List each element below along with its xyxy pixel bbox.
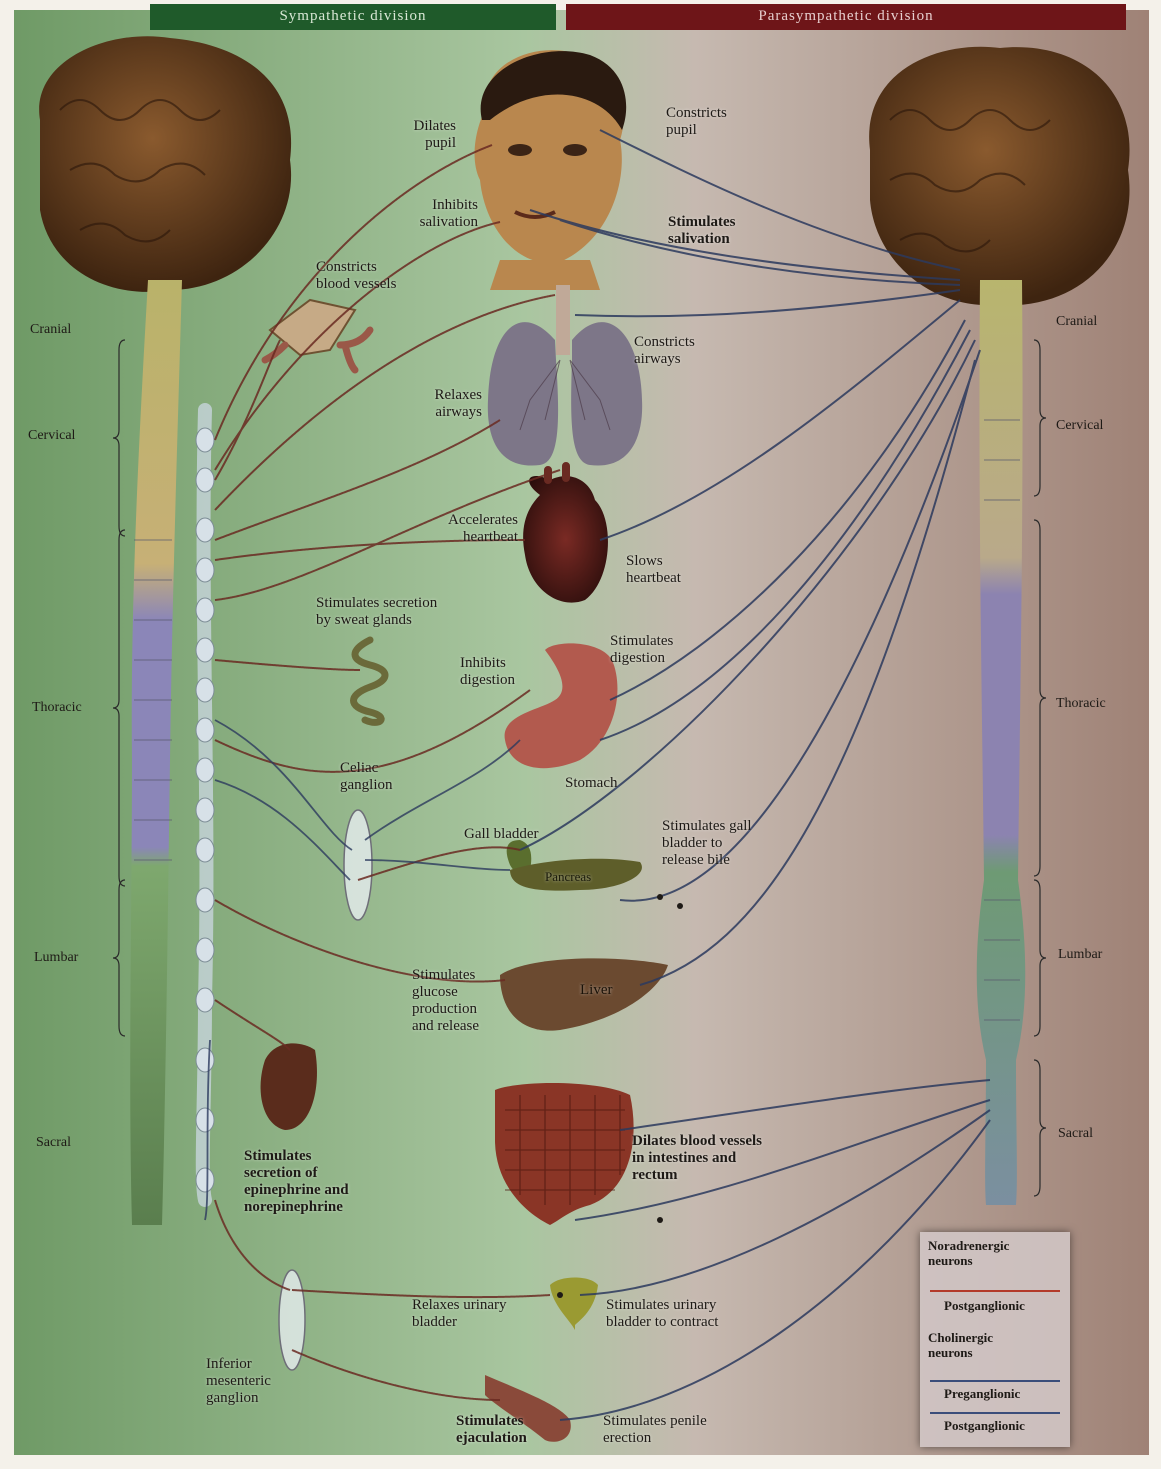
segment-sacral-right: Sacral bbox=[1058, 1126, 1093, 1142]
segment-cervical-left: Cervical bbox=[28, 428, 75, 444]
label-dilates-blood-vessels: Dilates blood vessels in intestines and … bbox=[632, 1133, 762, 1184]
segment-thoracic-left: Thoracic bbox=[32, 700, 82, 716]
label-inhibits-digestion: Inhibits digestion bbox=[460, 655, 515, 689]
label-celiac-ganglion: Celiac ganglion bbox=[340, 760, 393, 794]
segment-lumbar-right: Lumbar bbox=[1058, 947, 1102, 963]
legend: Noradrenergic neurons Postganglionic Cho… bbox=[920, 1232, 1070, 1447]
legend-noradrenergic-line bbox=[930, 1290, 1060, 1292]
legend-noradrenergic-title: Noradrenergic neurons bbox=[928, 1238, 1009, 1268]
label-stomach: Stomach bbox=[565, 775, 618, 792]
segment-cranial-right: Cranial bbox=[1056, 314, 1097, 330]
label-accelerates-heartbeat: Accelerates heartbeat bbox=[412, 512, 518, 546]
segment-lumbar-left: Lumbar bbox=[34, 950, 78, 966]
label-stimulates-ejaculation: Stimulates ejaculation bbox=[456, 1413, 527, 1447]
label-stimulates-digestion: Stimulates digestion bbox=[610, 633, 673, 667]
label-constricts-airways: Constricts airways bbox=[634, 334, 695, 368]
label-stimulates-epinephrine: Stimulates secretion of epinephrine and … bbox=[244, 1148, 349, 1216]
label-relaxes-airways: Relaxes airways bbox=[394, 387, 482, 421]
label-stimulates-glucose: Stimulates glucose production and releas… bbox=[412, 967, 479, 1035]
label-pancreas: Pancreas bbox=[545, 868, 591, 885]
label-stimulates-urinary: Stimulates urinary bladder to contract bbox=[606, 1297, 718, 1331]
label-dilates-pupil: Dilates pupil bbox=[370, 118, 456, 152]
segment-sacral-left: Sacral bbox=[36, 1135, 71, 1151]
label-slows-heartbeat: Slows heartbeat bbox=[626, 553, 681, 587]
label-stimulates-gall-bladder: Stimulates gall bladder to release bile bbox=[662, 818, 752, 869]
label-inferior-mesenteric: Inferior mesenteric ganglion bbox=[206, 1356, 271, 1407]
label-constricts-blood-vessels: Constricts blood vessels bbox=[316, 259, 396, 293]
legend-cholinergic-title: Cholinergic neurons bbox=[928, 1330, 993, 1360]
label-stimulates-salivation: Stimulates salivation bbox=[668, 214, 736, 248]
legend-postganglionic-1: Postganglionic bbox=[944, 1298, 1025, 1313]
segment-cranial-left: Cranial bbox=[30, 322, 71, 338]
label-stimulates-erection: Stimulates penile erection bbox=[603, 1413, 707, 1447]
legend-preganglionic-line bbox=[930, 1380, 1060, 1382]
header-parasympathetic: Parasympathetic division bbox=[566, 4, 1126, 28]
label-gall-bladder: Gall bladder bbox=[464, 826, 539, 843]
label-relaxes-urinary: Relaxes urinary bladder bbox=[412, 1297, 507, 1331]
legend-postganglionic-2: Postganglionic bbox=[944, 1418, 1025, 1433]
label-liver: Liver bbox=[580, 982, 612, 999]
legend-preganglionic: Preganglionic bbox=[944, 1386, 1020, 1401]
segment-thoracic-right: Thoracic bbox=[1056, 696, 1106, 712]
header-sympathetic: Sympathetic division bbox=[150, 4, 556, 28]
label-stimulates-sweat: Stimulates secretion by sweat glands bbox=[316, 595, 437, 629]
label-inhibits-salivation: Inhibits salivation bbox=[378, 197, 478, 231]
segment-cervical-right: Cervical bbox=[1056, 418, 1103, 434]
legend-postganglionic-line bbox=[930, 1412, 1060, 1414]
label-constricts-pupil: Constricts pupil bbox=[666, 105, 727, 139]
